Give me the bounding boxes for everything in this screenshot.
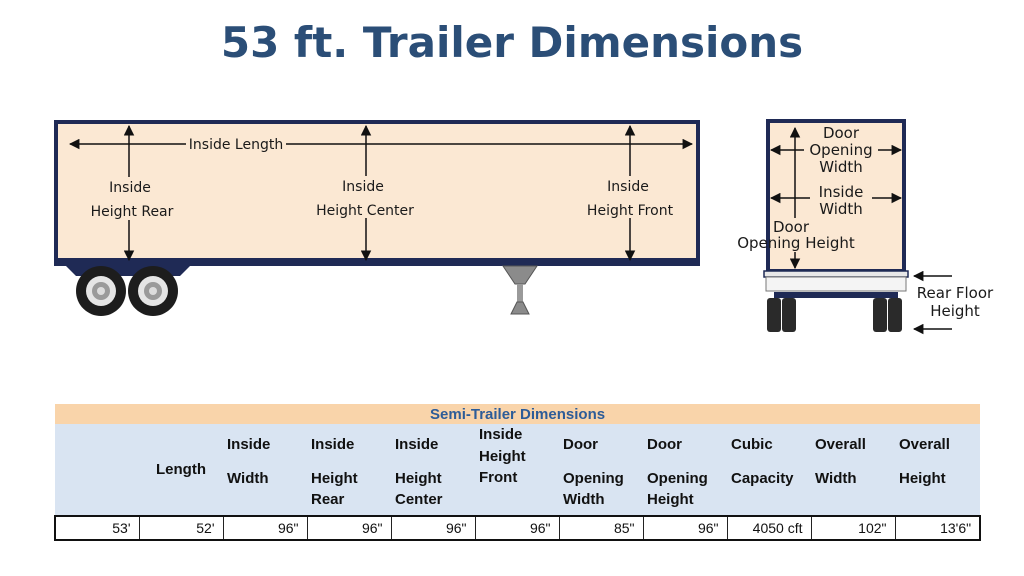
wheel-icon	[76, 266, 126, 316]
table-cell: 53'	[54, 515, 140, 541]
height-front-label-1: Inside	[607, 179, 649, 195]
header-cell-length: Length	[139, 424, 223, 516]
trailer-diagram: Inside Length Inside Height Rear Inside …	[54, 119, 994, 335]
table-cell: 96"	[390, 515, 476, 541]
table-cell: 96"	[222, 515, 308, 541]
height-center-label-2: Height Center	[316, 203, 414, 219]
rear-floor-label-1: Rear Floor	[917, 284, 994, 302]
table-cell: 85"	[558, 515, 644, 541]
rear-wheel-icon	[873, 298, 902, 332]
header-cell-blank	[55, 424, 139, 516]
door-width-label-1: Door	[823, 124, 860, 142]
rear-wheel-icon	[767, 298, 796, 332]
table-row: 53' 52' 96" 96" 96" 96" 85" 96" 4050 cft…	[54, 515, 981, 541]
trailer-body	[54, 120, 700, 266]
rear-floor-label-2: Height	[930, 302, 980, 320]
rear-view: Door Opening Width Inside Width Door Ope…	[737, 119, 994, 335]
height-center-label-1: Inside	[342, 179, 384, 195]
table-cell: 52'	[138, 515, 224, 541]
table-cell: 96"	[306, 515, 392, 541]
inside-width-label-2: Width	[819, 200, 863, 218]
table-cell: 13'6"	[894, 515, 981, 541]
door-height-label-1: Door	[773, 218, 810, 236]
height-front-label-2: Height Front	[587, 203, 674, 219]
table-cell: 96"	[474, 515, 560, 541]
door-width-label-3: Width	[819, 158, 863, 176]
table-caption: Semi-Trailer Dimensions	[55, 404, 981, 424]
side-view: Inside Length Inside Height Rear Inside …	[54, 120, 700, 316]
height-rear-label-1: Inside	[109, 180, 151, 196]
inside-width-label-1: Inside	[819, 183, 864, 201]
table-cell: 4050 cft	[726, 515, 812, 541]
trailer-rear-body	[766, 119, 906, 273]
inside-length-label: Inside Length	[189, 137, 283, 153]
table-cell: 102"	[810, 515, 896, 541]
wheel-icon	[128, 266, 178, 316]
height-rear-label-2: Height Rear	[91, 204, 174, 220]
page-title: 53 ft. Trailer Dimensions	[220, 18, 804, 67]
table-cell: 96"	[642, 515, 728, 541]
landing-gear-icon	[502, 265, 538, 315]
door-height-label-2: Opening Height	[737, 234, 855, 252]
trailer-frame	[56, 258, 698, 266]
door-width-label-2: Opening	[809, 141, 872, 159]
